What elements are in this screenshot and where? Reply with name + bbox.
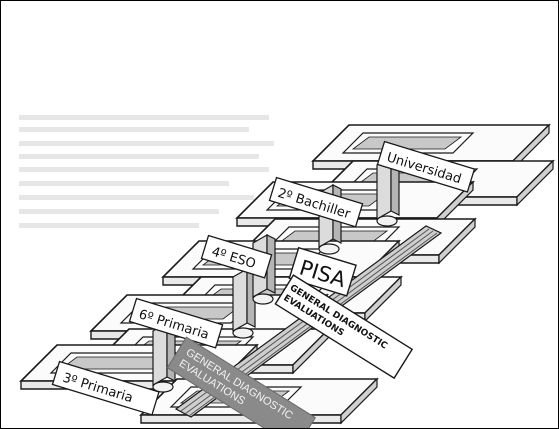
faded-background-text	[19, 115, 274, 228]
stage-label-4-eso: 4º ESO	[200, 234, 273, 279]
pisa-label: PISA	[288, 246, 357, 297]
